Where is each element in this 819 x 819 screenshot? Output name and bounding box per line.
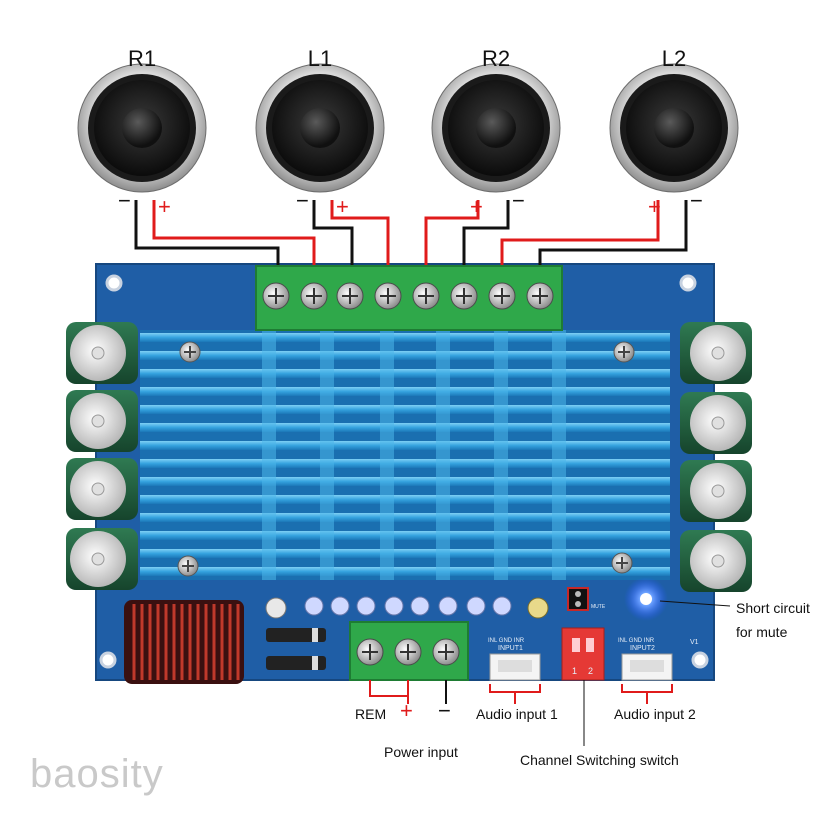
speaker-r2 [431, 63, 561, 193]
power-input-label: Power input [384, 744, 458, 760]
silk-input2-pins: INL GND INR [618, 638, 655, 644]
audio-input-1-label: Audio input 1 [476, 706, 558, 722]
speaker-output-terminal [255, 265, 563, 331]
small-capacitors [265, 596, 549, 619]
capacitor-bank-left [66, 322, 138, 590]
r2-negative-sign: − [512, 188, 525, 213]
channel-switch-label: Channel Switching switch [520, 752, 679, 768]
speaker-wiring [134, 200, 688, 272]
audio-input-2-connector [621, 653, 673, 681]
silk-input1-title: INPUT1 [498, 645, 523, 652]
l2-positive-sign: + [648, 194, 661, 219]
heatsink [140, 330, 670, 580]
silk-switch-1: 1 [572, 666, 577, 676]
audio-input-2-label: Audio input 2 [614, 706, 696, 722]
speaker-label-l1: L1 [307, 46, 333, 71]
speaker-label-l2: L2 [661, 46, 687, 71]
capacitor-bank-right [680, 322, 752, 592]
r1-negative-sign: − [118, 188, 131, 213]
silk-input2-title: INPUT2 [630, 645, 655, 652]
heatsink-screw [611, 552, 633, 574]
silk-version: V1 [690, 639, 699, 646]
audio-input-1-connector [489, 653, 541, 681]
power-terminal [349, 621, 469, 681]
power-plus-sign: + [400, 698, 413, 723]
speaker-l2 [609, 63, 739, 193]
heatsink-screw [613, 341, 635, 363]
silk-switch-2: 2 [588, 666, 593, 676]
annotation-leaders [369, 600, 731, 746]
short-circuit-label: Short circuit [736, 600, 810, 616]
speaker-r1 [77, 63, 207, 193]
heatsink-screw [179, 341, 201, 363]
power-minus-sign: − [438, 698, 451, 723]
l2-negative-sign: − [690, 188, 703, 213]
mute-jumper [567, 587, 589, 611]
watermark: baosity [30, 752, 164, 796]
rem-label: REM [355, 706, 387, 722]
mute-label: for mute [736, 624, 788, 640]
power-led [624, 577, 668, 621]
silk-mute: MUTE [591, 604, 606, 610]
channel-dip-switch [561, 627, 605, 681]
speaker-label-r1: R1 [127, 46, 157, 71]
silk-input1-pins: INL GND INR [488, 638, 525, 644]
speaker-l1 [255, 63, 385, 193]
l1-negative-sign: − [296, 188, 309, 213]
diodes [266, 628, 326, 670]
l1-positive-sign: + [336, 194, 349, 219]
heatsink-screw [177, 555, 199, 577]
toroid-inductor [124, 600, 244, 684]
speaker-label-r2: R2 [481, 46, 511, 71]
r1-positive-sign: + [158, 194, 171, 219]
r2-positive-sign: + [470, 194, 483, 219]
